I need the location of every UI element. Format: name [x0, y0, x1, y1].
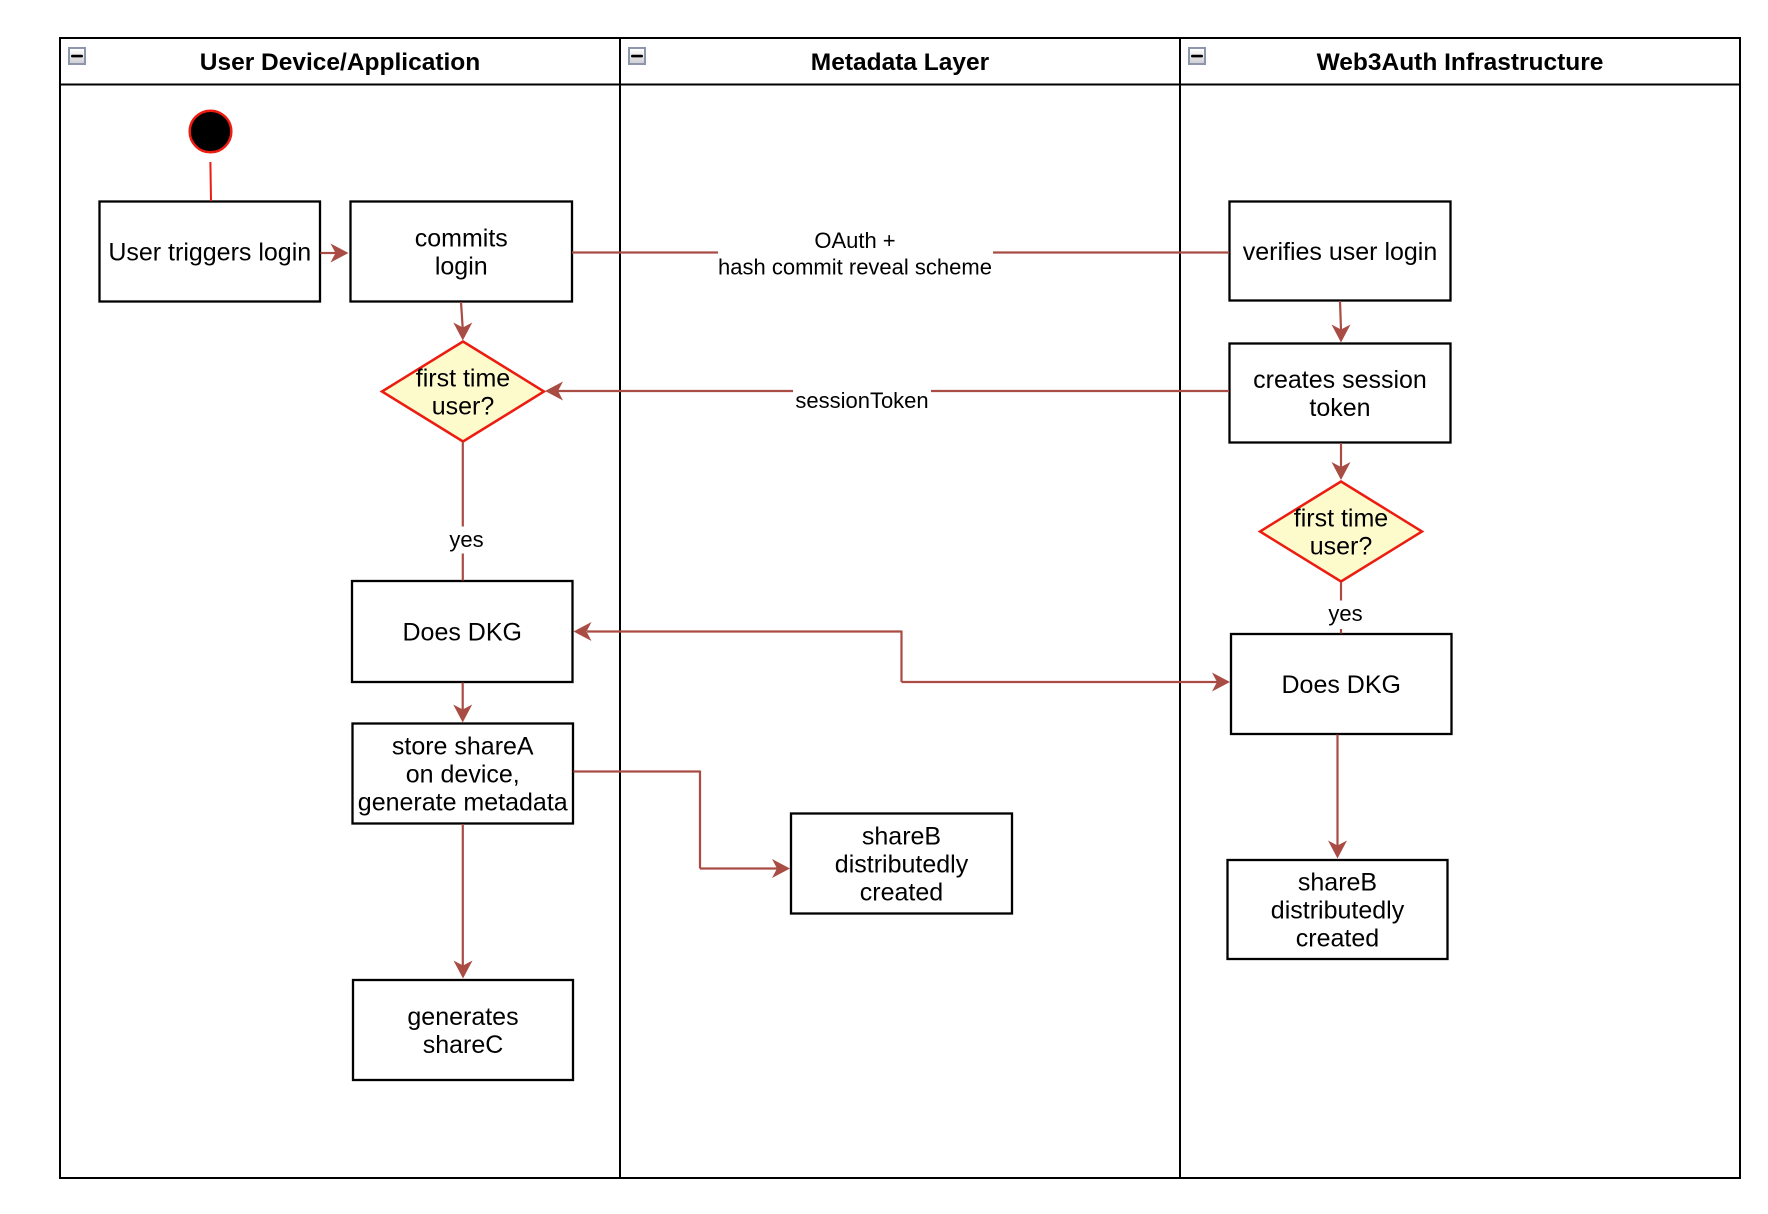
svg-text:verifies user login: verifies user login [1243, 238, 1438, 266]
svg-text:commits: commits [415, 225, 508, 253]
svg-text:User Device/Application: User Device/Application [200, 49, 480, 76]
svg-text:Does DKG: Does DKG [1282, 671, 1401, 699]
svg-text:User triggers login: User triggers login [108, 239, 311, 267]
svg-text:generate metadata: generate metadata [358, 789, 568, 817]
svg-text:created: created [860, 879, 943, 907]
svg-text:generates: generates [407, 1003, 518, 1031]
svg-text:first time: first time [1294, 505, 1388, 533]
svg-text:shareC: shareC [423, 1031, 504, 1059]
svg-text:created: created [1296, 925, 1379, 953]
svg-text:yes: yes [1328, 601, 1362, 626]
svg-text:shareB: shareB [862, 823, 941, 851]
svg-text:login: login [435, 253, 488, 281]
svg-text:sessionToken: sessionToken [795, 388, 928, 413]
svg-text:distributedly: distributedly [835, 851, 969, 879]
svg-text:creates session: creates session [1253, 366, 1427, 394]
svg-text:hash commit reveal scheme: hash commit reveal scheme [718, 255, 992, 280]
svg-text:token: token [1309, 394, 1370, 422]
svg-text:store shareA: store shareA [392, 733, 534, 761]
svg-text:distributedly: distributedly [1271, 897, 1405, 925]
svg-text:Metadata Layer: Metadata Layer [811, 49, 990, 76]
svg-text:Web3Auth Infrastructure: Web3Auth Infrastructure [1317, 49, 1604, 76]
svg-text:user?: user? [1310, 533, 1373, 561]
svg-text:on device,: on device, [406, 761, 520, 789]
svg-text:Does DKG: Does DKG [403, 619, 522, 647]
svg-text:first time: first time [416, 365, 510, 393]
svg-text:user?: user? [432, 393, 495, 421]
svg-text:OAuth +: OAuth + [814, 228, 895, 253]
svg-text:yes: yes [449, 527, 483, 552]
svg-text:shareB: shareB [1298, 869, 1377, 897]
